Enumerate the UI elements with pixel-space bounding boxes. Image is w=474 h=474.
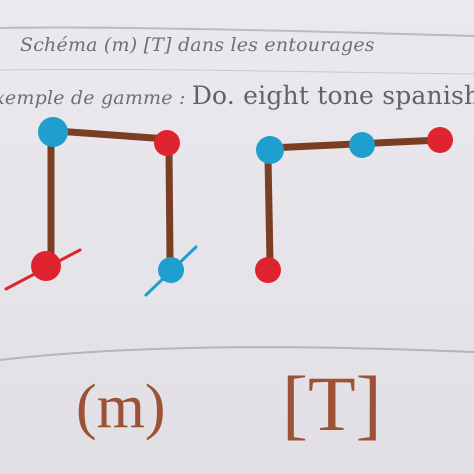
shape-t (255, 127, 453, 283)
example-line-text: Do. eight tone spanish (191, 81, 474, 110)
shape-t-left-bar (264, 154, 274, 266)
shape-m-dot-red-bottomleft (31, 251, 61, 281)
title-line: Schéma (m) [T] dans les entourages (20, 34, 375, 56)
example-line-prefix: xemple de gamme : (0, 87, 186, 109)
shape-t-dot-blue-corner (256, 136, 284, 164)
shape-t-dot-red-right (427, 127, 453, 153)
shape-m-right-bar (165, 146, 174, 264)
shape-m-dot-blue-topleft (38, 117, 68, 147)
ruled-line-middle (0, 346, 474, 361)
pencil-rule (0, 68, 474, 75)
shape-m-dot-red-topright (154, 130, 180, 156)
ruled-line-top (0, 26, 474, 37)
label-m: (m) (76, 373, 166, 441)
shape-t-dot-blue-middle (349, 132, 375, 158)
example-line: xemple de gamme : Do. eight tone spanish (0, 81, 474, 110)
shape-m-top-bar (52, 127, 172, 143)
label-t: [T] (282, 360, 382, 447)
shape-m (4, 117, 198, 297)
shape-m-dot-blue-bottomright (158, 257, 184, 283)
shape-t-dot-red-bottom (255, 257, 281, 283)
